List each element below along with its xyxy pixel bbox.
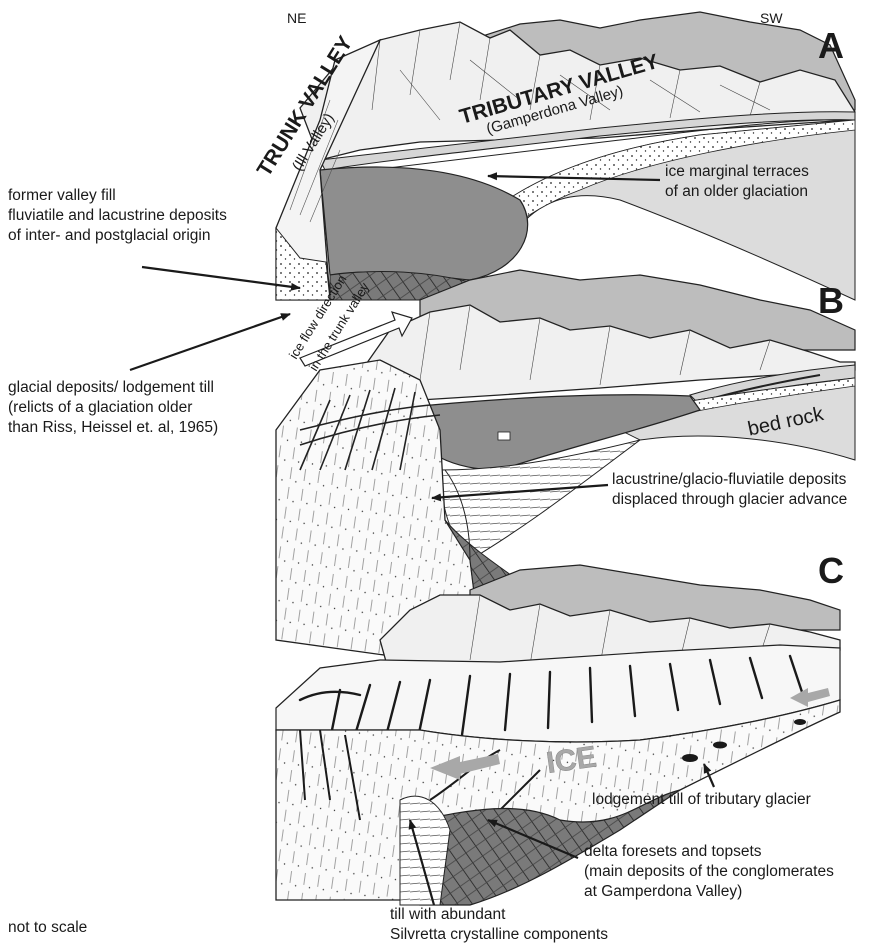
till-line: Silvretta crystalline components: [390, 925, 608, 945]
glacial-deposits-line: (relicts of a glaciation older: [8, 398, 218, 418]
panel-a-block: [276, 12, 855, 300]
glacial-deposits-line: glacial deposits/ lodgement till: [8, 378, 218, 398]
glacial-deposits-label: glacial deposits/ lodgement till (relict…: [8, 378, 218, 438]
panel-label-b: B: [818, 283, 844, 319]
panel-label-c: C: [818, 553, 844, 589]
orientation-sw: SW: [760, 10, 783, 26]
valley-fill-label: former valley fill fluviatile and lacust…: [8, 186, 227, 246]
delta-line: (main deposits of the conglomerates: [584, 862, 834, 882]
till-label: till with abundant Silvretta crystalline…: [390, 905, 608, 945]
ice-word: ICE: [544, 740, 598, 780]
till-line: till with abundant: [390, 905, 608, 925]
lodgement-line: lodgement till of tributary glacier: [592, 790, 811, 810]
panel-label-a: A: [818, 28, 844, 64]
panel-a-lake-fill: [320, 167, 528, 280]
arrow-glacial-deposits: [130, 314, 290, 370]
terraces-line: ice marginal terraces: [665, 162, 809, 182]
valley-fill-line: former valley fill: [8, 186, 227, 206]
terraces-label: ice marginal terraces of an older glacia…: [665, 162, 809, 202]
lacustrine-line: displaced through glacier advance: [612, 490, 847, 510]
valley-fill-line: of inter- and postglacial origin: [8, 226, 227, 246]
terraces-line: of an older glaciation: [665, 182, 809, 202]
delta-line: at Gamperdona Valley): [584, 882, 834, 902]
scale-note: not to scale: [8, 918, 87, 938]
lodgement-label: lodgement till of tributary glacier: [592, 790, 811, 810]
glacial-deposits-line: than Riss, Heissel et. al, 1965): [8, 418, 218, 438]
lacustrine-label: lacustrine/glacio-fluviatile deposits di…: [612, 470, 847, 510]
valley-fill-line: fluviatile and lacustrine deposits: [8, 206, 227, 226]
delta-label: delta foresets and topsets (main deposit…: [584, 842, 834, 902]
orientation-ne: NE: [287, 10, 306, 26]
lacustrine-line: lacustrine/glacio-fluviatile deposits: [612, 470, 847, 490]
delta-line: delta foresets and topsets: [584, 842, 834, 862]
